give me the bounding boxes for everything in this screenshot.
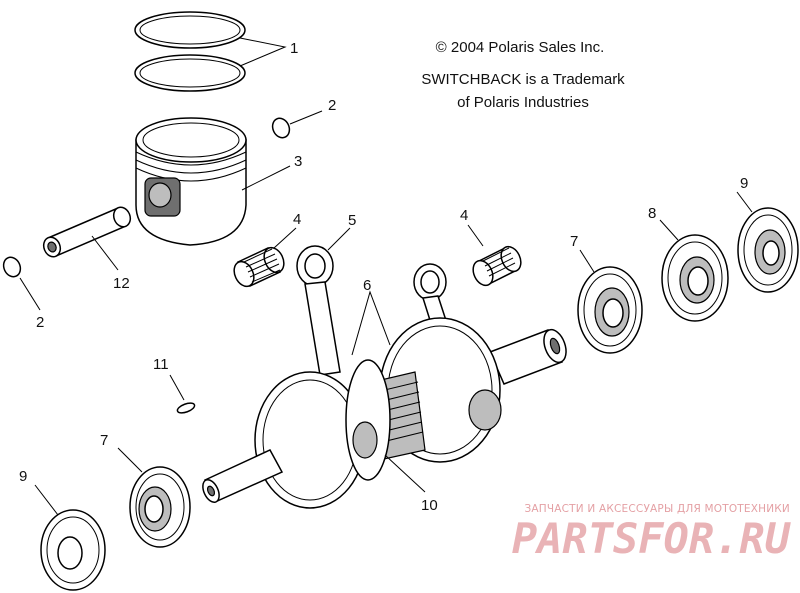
piston-rings-part <box>134 11 246 92</box>
woodruff-key-part <box>176 402 196 414</box>
callout-label: 9 <box>19 468 27 485</box>
callout-circlip-right: 2 <box>289 97 336 125</box>
callout-bearing-right: 4 <box>460 207 484 247</box>
callout-circlip-left: 2 <box>19 277 44 331</box>
oil-seal-right-part <box>577 266 643 354</box>
callout-label: 6 <box>363 277 371 294</box>
needle-bearing-left-part <box>233 246 285 288</box>
callout-label: 4 <box>293 211 301 228</box>
crankshaft-part <box>202 317 567 509</box>
copyright-notice: © 2004 Polaris Sales Inc. SWITCHBACK is … <box>421 39 625 111</box>
watermark-subtitle: ЗАПЧАСТИ И АКСЕССУАРЫ ДЛЯ МОТОТЕХНИКИ <box>524 503 790 515</box>
callout-label: 3 <box>294 153 302 170</box>
circlip-left-part <box>2 256 22 278</box>
callout-bearing-housing: 8 <box>648 205 679 241</box>
callout-label: 9 <box>740 175 748 192</box>
copyright-line: © 2004 Polaris Sales Inc. <box>436 39 605 56</box>
callout-label: 1 <box>290 40 298 57</box>
callout-label: 10 <box>421 497 438 514</box>
callout-bearing-left: 4 <box>273 211 301 249</box>
callout-woodruff-key: 11 <box>153 356 185 401</box>
watermark-brand: PARTSFOR.RU <box>512 514 792 563</box>
oil-seal-left-part <box>129 466 191 548</box>
bearing-housing-part <box>661 234 729 322</box>
callout-label: 8 <box>648 205 656 222</box>
callout-connecting-rod: 5 <box>327 212 356 251</box>
needle-bearing-right-part <box>472 245 522 287</box>
callout-crank-washers: 6 <box>351 277 391 356</box>
callout-dust-cover-left: 9 <box>19 468 59 516</box>
callout-seal-right: 7 <box>570 233 595 273</box>
trademark-line-2: of Polaris Industries <box>457 94 589 111</box>
callout-label: 12 <box>113 275 130 292</box>
trademark-line-1: SWITCHBACK is a Trademark <box>421 71 625 88</box>
piston-part <box>135 117 247 246</box>
callout-label: 2 <box>328 97 336 114</box>
dust-cover-left-part <box>40 509 106 591</box>
callout-label: 7 <box>100 432 108 449</box>
callout-label: 2 <box>36 314 44 331</box>
callout-label: 4 <box>460 207 468 224</box>
callout-piston-rings: 1 <box>239 37 298 67</box>
callout-dust-cover-right: 9 <box>736 175 753 213</box>
site-watermark: ЗАПЧАСТИ И АКСЕССУАРЫ ДЛЯ МОТОТЕХНИКИ PA… <box>512 503 792 563</box>
piston-pin-part <box>42 206 132 258</box>
callout-crankshaft: 10 <box>384 454 438 514</box>
callout-seal-left: 7 <box>100 432 143 473</box>
callout-piston: 3 <box>241 153 302 191</box>
callout-label: 7 <box>570 233 578 250</box>
callout-piston-pin: 12 <box>91 235 130 292</box>
circlip-right-part <box>271 117 291 139</box>
dust-cover-right-part <box>737 207 799 293</box>
callout-label: 5 <box>348 212 356 229</box>
callout-label: 11 <box>153 356 169 373</box>
